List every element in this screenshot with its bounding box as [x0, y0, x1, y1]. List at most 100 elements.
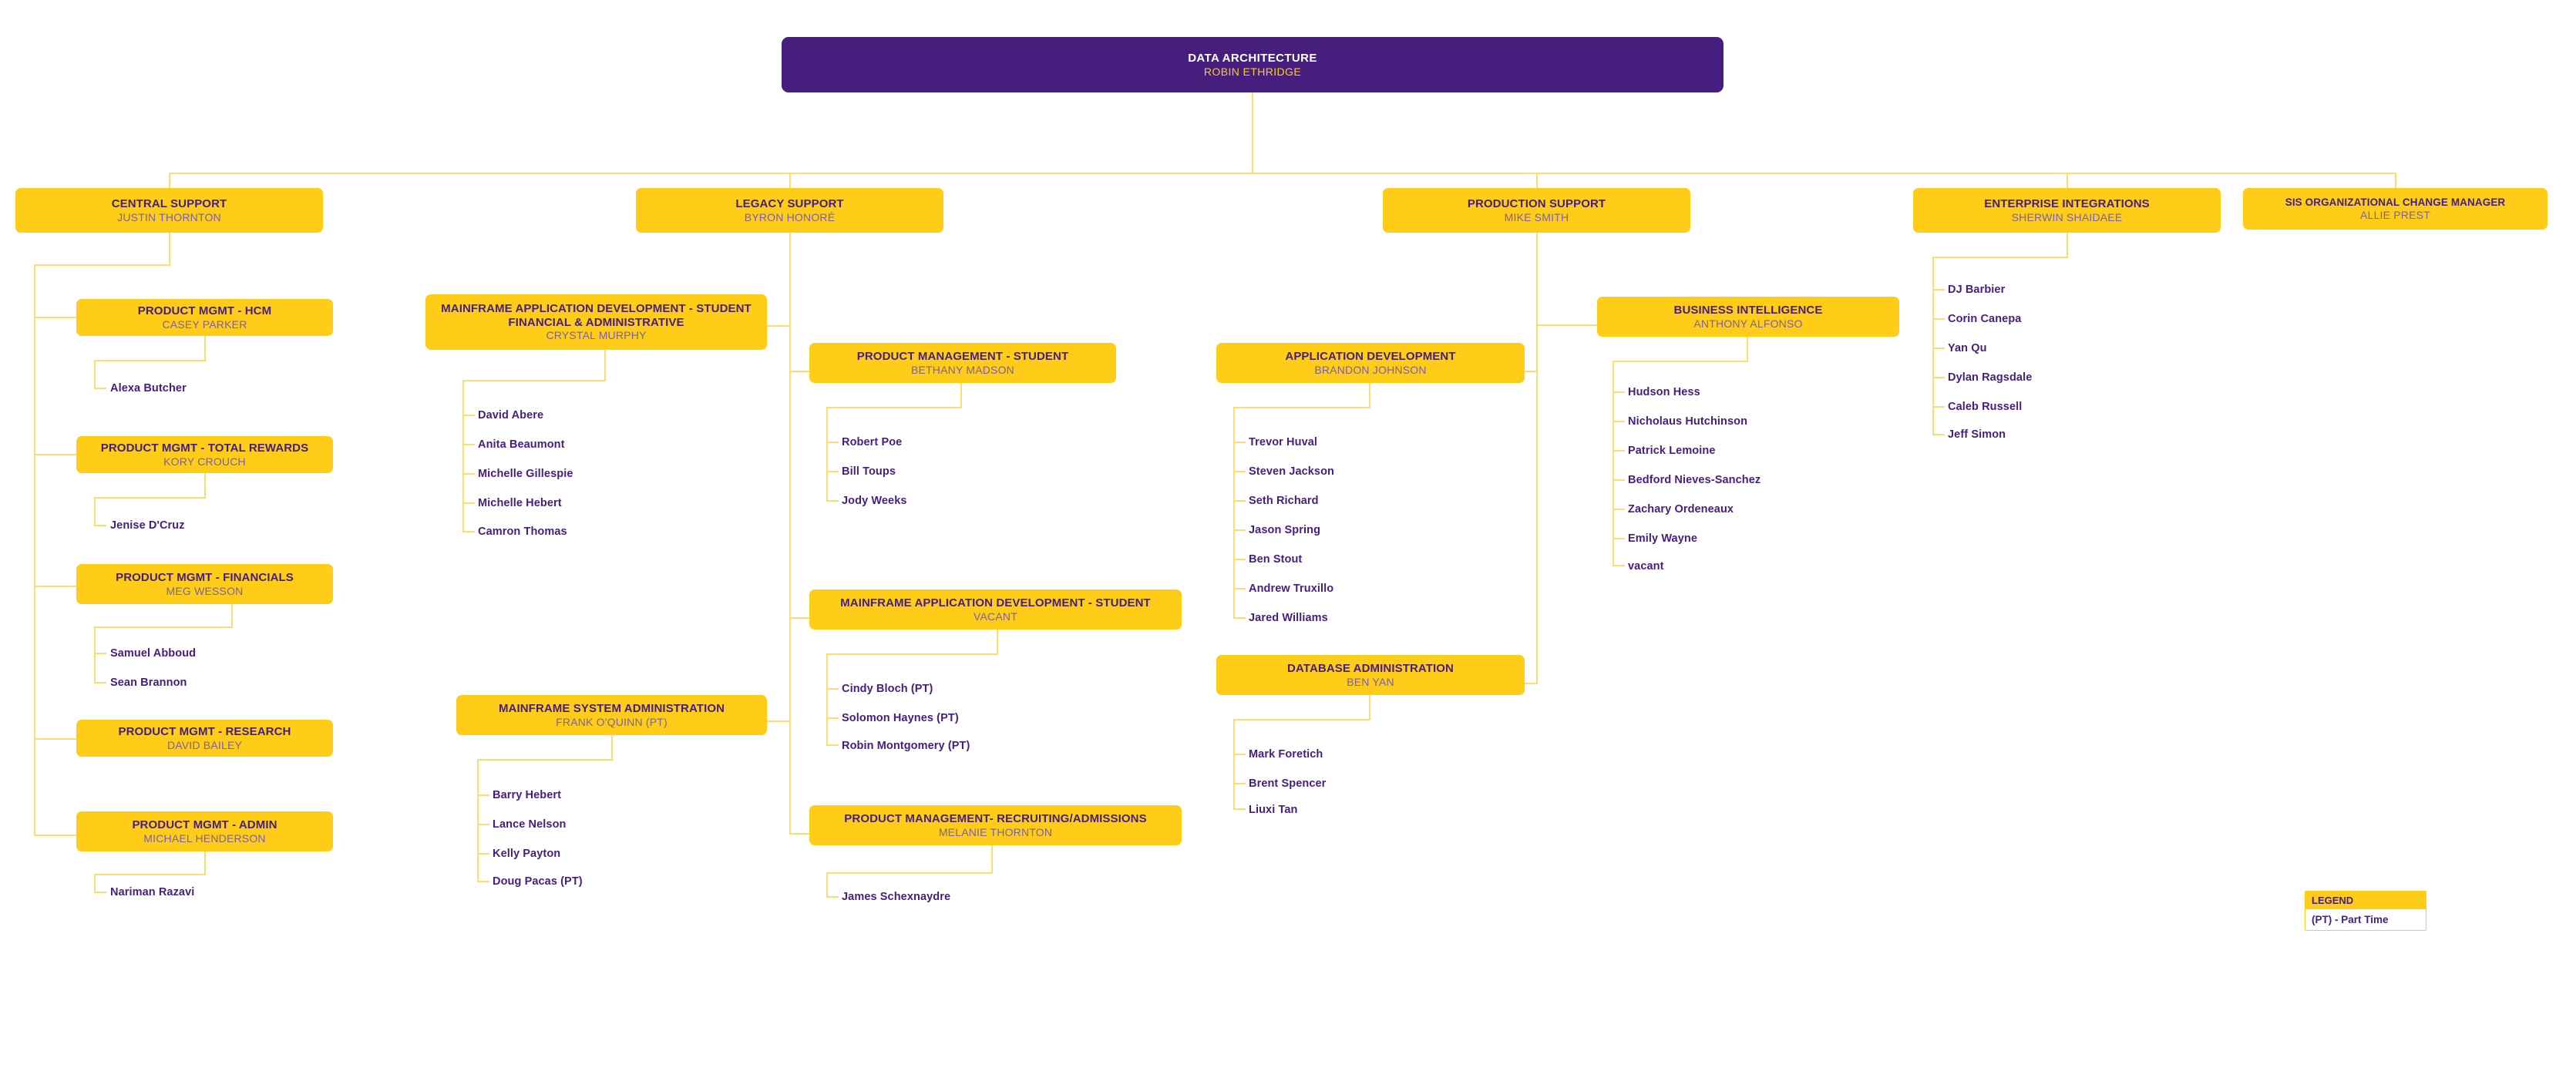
leaf-michelle-gillespie[interactable]: Michelle Gillespie [478, 468, 573, 480]
leaf-jenise-dcruz[interactable]: Jenise D'Cruz [110, 519, 185, 532]
leaf-cindy-bloch[interactable]: Cindy Bloch (PT) [842, 683, 933, 695]
node-application-development[interactable]: APPLICATION DEVELOPMENT BRANDON JOHNSON [1216, 343, 1525, 383]
leaf-kelly-payton[interactable]: Kelly Payton [493, 848, 561, 860]
node-mainframe-system-administration[interactable]: MAINFRAME SYSTEM ADMINISTRATION FRANK O'… [456, 695, 767, 735]
node-title: MAINFRAME APPLICATION DEVELOPMENT - STUD… [840, 596, 1151, 610]
leaf-jason-spring[interactable]: Jason Spring [1249, 524, 1321, 536]
leaf-barry-hebert[interactable]: Barry Hebert [493, 789, 562, 801]
connector-admin-rail [94, 874, 96, 892]
connector-bi-tick-5 [1613, 538, 1625, 539]
node-person: CRYSTAL MURPHY [546, 329, 647, 342]
connector-enterprise-stem [2067, 233, 2068, 257]
connector-total-rewards-rail [94, 497, 96, 526]
node-product-mgmt-admin[interactable]: PRODUCT MGMT - ADMIN MICHAEL HENDERSON [76, 811, 333, 851]
leaf-bi-vacant[interactable]: vacant [1628, 560, 1664, 573]
node-enterprise-integrations[interactable]: ENTERPRISE INTEGRATIONS SHERWIN SHAIDAEE [1913, 188, 2221, 233]
connector-app-dev-tick-4 [1233, 559, 1246, 560]
leaf-trevor-huval[interactable]: Trevor Huval [1249, 436, 1318, 448]
leaf-caleb-russell[interactable]: Caleb Russell [1948, 401, 2023, 413]
node-title: PRODUCT MGMT - HCM [137, 304, 272, 317]
connector-pm-student-tick-2 [826, 500, 839, 502]
leaf-camron-thomas[interactable]: Camron Thomas [478, 526, 567, 538]
leaf-mark-foretich[interactable]: Mark Foretich [1249, 748, 1323, 761]
node-product-management-student[interactable]: PRODUCT MANAGEMENT - STUDENT BETHANY MAD… [809, 343, 1116, 383]
node-title: BUSINESS INTELLIGENCE [1673, 303, 1823, 317]
leaf-lance-nelson[interactable]: Lance Nelson [493, 818, 567, 831]
node-product-mgmt-hcm[interactable]: PRODUCT MGMT - HCM CASEY PARKER [76, 299, 333, 336]
leaf-nariman-razavi[interactable]: Nariman Razavi [110, 886, 195, 898]
node-product-mgmt-research[interactable]: PRODUCT MGMT - RESEARCH DAVID BAILEY [76, 720, 333, 757]
leaf-robin-montgomery[interactable]: Robin Montgomery (PT) [842, 740, 970, 752]
leaf-bill-toups[interactable]: Bill Toups [842, 465, 896, 478]
connector-central-support-rail-top [34, 264, 170, 266]
connector-mf-sfa-tick-3 [462, 502, 475, 504]
connector-mf-student-tick-2 [826, 744, 839, 746]
leaf-yan-qu[interactable]: Yan Qu [1948, 342, 1987, 354]
node-data-architecture[interactable]: DATA ARCHITECTURE ROBIN ETHRIDGE [782, 37, 1723, 92]
connector-mf-sys-rail [477, 759, 479, 882]
leaf-seth-richard[interactable]: Seth Richard [1249, 495, 1319, 507]
leaf-david-abere[interactable]: David Abere [478, 409, 544, 421]
connector-pm-recruiting-tick-0 [826, 896, 839, 898]
leaf-liuxi-tan[interactable]: Liuxi Tan [1249, 804, 1298, 816]
connector-stub-hcm [34, 317, 77, 318]
leaf-brent-spencer[interactable]: Brent Spencer [1249, 777, 1327, 790]
connector-root-stem [1252, 92, 1253, 173]
node-production-support[interactable]: PRODUCTION SUPPORT MIKE SMITH [1383, 188, 1690, 233]
node-title: DATABASE ADMINISTRATION [1287, 661, 1454, 675]
node-person: FRANK O'QUINN (PT) [556, 715, 668, 728]
leaf-jeff-simon[interactable]: Jeff Simon [1948, 428, 2006, 441]
leaf-samuel-abboud[interactable]: Samuel Abboud [110, 647, 197, 660]
leaf-emily-wayne[interactable]: Emily Wayne [1628, 532, 1698, 545]
connector-db-admin-elbow [1233, 719, 1370, 720]
leaf-jody-weeks[interactable]: Jody Weeks [842, 495, 907, 507]
connector-central-support-rail [34, 264, 35, 836]
node-legacy-support[interactable]: LEGACY SUPPORT BYRON HONORÉ [636, 188, 943, 233]
leaf-nicholaus-hutchinson[interactable]: Nicholaus Hutchinson [1628, 415, 1748, 428]
connector-stub-mf-sys-admin [767, 720, 791, 722]
leaf-alexa-butcher[interactable]: Alexa Butcher [110, 382, 187, 395]
leaf-james-schexnaydre[interactable]: James Schexnaydre [842, 891, 951, 903]
node-business-intelligence[interactable]: BUSINESS INTELLIGENCE ANTHONY ALFONSO [1597, 297, 1899, 337]
node-person: CASEY PARKER [162, 317, 247, 331]
connector-db-admin-tick-0 [1233, 754, 1246, 755]
leaf-ben-stout[interactable]: Ben Stout [1249, 553, 1303, 566]
node-product-mgmt-financials[interactable]: PRODUCT MGMT - FINANCIALS MEG WESSON [76, 564, 333, 604]
leaf-dj-barbier[interactable]: DJ Barbier [1948, 284, 2006, 296]
leaf-anita-beaumont[interactable]: Anita Beaumont [478, 438, 565, 451]
node-database-administration[interactable]: DATABASE ADMINISTRATION BEN YAN [1216, 655, 1525, 695]
leaf-corin-canepa[interactable]: Corin Canepa [1948, 313, 2022, 325]
node-product-mgmt-total-rewards[interactable]: PRODUCT MGMT - TOTAL REWARDS KORY CROUCH [76, 436, 333, 473]
leaf-doug-pacas[interactable]: Doug Pacas (PT) [493, 875, 583, 888]
leaf-zachary-ordeneaux[interactable]: Zachary Ordeneaux [1628, 503, 1734, 515]
leaf-sean-brannon[interactable]: Sean Brannon [110, 677, 187, 689]
connector-mf-student-rail [826, 653, 828, 745]
leaf-dylan-ragsdale[interactable]: Dylan Ragsdale [1948, 371, 2033, 384]
connector-bi-tick-1 [1613, 421, 1625, 422]
leaf-jared-williams[interactable]: Jared Williams [1249, 612, 1328, 624]
connector-pm-recruiting-elbow [826, 872, 993, 874]
leaf-steven-jackson[interactable]: Steven Jackson [1249, 465, 1335, 478]
connector-mf-student-stem [997, 630, 998, 654]
connector-total-rewards-stem [204, 473, 206, 498]
node-mainframe-app-dev-student-financial-admin[interactable]: MAINFRAME APPLICATION DEVELOPMENT - STUD… [425, 294, 767, 350]
connector-stub-db-admin [1513, 683, 1537, 684]
leaf-andrew-truxillo[interactable]: Andrew Truxillo [1249, 583, 1334, 595]
leaf-michelle-hebert[interactable]: Michelle Hebert [478, 497, 562, 509]
leaf-hudson-hess[interactable]: Hudson Hess [1628, 386, 1700, 398]
node-title: PRODUCT MANAGEMENT- RECRUITING/ADMISSION… [844, 811, 1147, 825]
node-title: LEGACY SUPPORT [735, 196, 844, 210]
connector-app-dev-tick-5 [1233, 588, 1246, 589]
leaf-robert-poe[interactable]: Robert Poe [842, 436, 903, 448]
leaf-bedford-nieves-sanchez[interactable]: Bedford Nieves-Sanchez [1628, 474, 1761, 486]
node-mainframe-app-dev-student[interactable]: MAINFRAME APPLICATION DEVELOPMENT - STUD… [809, 589, 1182, 630]
connector-bi-tick-4 [1613, 509, 1625, 510]
leaf-solomon-haynes[interactable]: Solomon Haynes (PT) [842, 712, 959, 724]
connector-app-dev-tick-6 [1233, 617, 1246, 619]
node-product-management-recruiting-admissions[interactable]: PRODUCT MANAGEMENT- RECRUITING/ADMISSION… [809, 805, 1182, 845]
leaf-patrick-lemoine[interactable]: Patrick Lemoine [1628, 445, 1716, 457]
connector-ei-tick-3 [1932, 377, 1945, 378]
node-sis-organizational-change-manager[interactable]: SIS ORGANIZATIONAL CHANGE MANAGER ALLIE … [2243, 188, 2547, 230]
connector-legacy-support-spine [789, 233, 791, 834]
node-central-support[interactable]: CENTRAL SUPPORT JUSTIN THORNTON [15, 188, 323, 233]
